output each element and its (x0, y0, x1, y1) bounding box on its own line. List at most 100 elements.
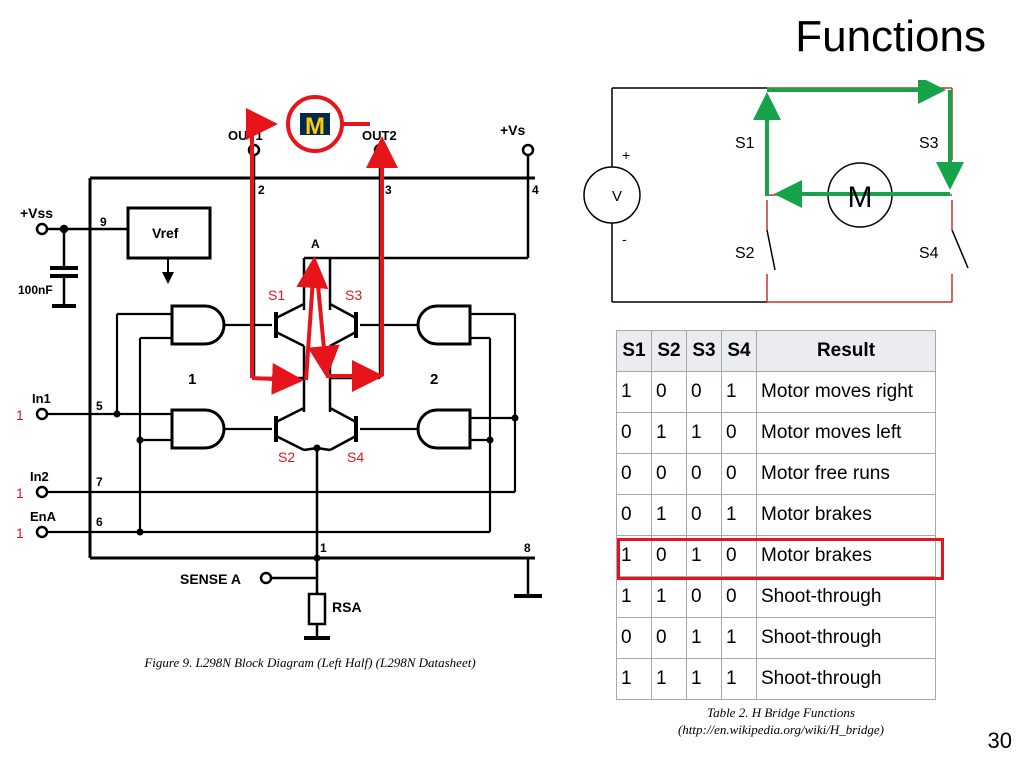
table-row: 0 0 0 0 Motor free runs (616, 453, 936, 495)
figure-caption: Figure 9. L298N Block Diagram (Left Half… (144, 655, 476, 670)
sense-label: SENSE A (180, 571, 241, 587)
switch-s1-label: S1 (268, 287, 285, 303)
vss-label: +Vss (20, 205, 53, 221)
table-header-row: S1 S2 S3 S4 Result (616, 330, 936, 372)
header-s3: S3 (686, 330, 722, 372)
page-number: 30 (987, 728, 1012, 753)
cell-result: Motor moves right (756, 371, 936, 413)
cell-s4: 0 (721, 453, 757, 495)
slide-title: Functions (795, 12, 986, 61)
cell-s3: 1 (686, 412, 722, 454)
cell-result: Motor brakes (756, 535, 936, 577)
header-s4: S4 (721, 330, 757, 372)
cell-s2: 0 (651, 453, 687, 495)
cell-s4: 1 (721, 494, 757, 536)
voltage-source-label: V (612, 188, 622, 205)
motor-logo-letter: M (305, 113, 325, 140)
minus-sign: - (622, 231, 627, 247)
cell-s3: 1 (686, 617, 722, 659)
switch-s2-label: S2 (278, 449, 295, 465)
vs-label: +Vs (500, 122, 526, 138)
cell-s1: 0 (616, 617, 652, 659)
header-s1: S1 (616, 330, 652, 372)
gate1-label: 1 (188, 371, 196, 388)
pin2-label: 2 (258, 183, 265, 197)
pin3-label: 3 (385, 183, 392, 197)
cell-s4: 0 (721, 576, 757, 618)
table-row: 1 1 0 0 Shoot-through (616, 576, 936, 618)
hbridge-s4-label: S4 (919, 245, 939, 262)
cell-s2: 0 (651, 371, 687, 413)
header-result: Result (756, 330, 936, 372)
pin9-label: 9 (100, 215, 107, 229)
cap-label: 100nF (18, 283, 53, 297)
cell-s1: 0 (616, 494, 652, 536)
switch-s4-label: S4 (347, 449, 364, 465)
table-caption: Table 2. H Bridge Functions (http://en.w… (618, 704, 944, 738)
table-row: 1 0 0 1 Motor moves right (616, 371, 936, 413)
switch-s3-label: S3 (345, 287, 362, 303)
chip-outline (88, 176, 535, 560)
table-caption-line1: Table 2. H Bridge Functions (707, 705, 855, 720)
hbridge-s1-label: S1 (735, 135, 755, 152)
pin5-label: 5 (96, 399, 103, 413)
row-highlight-box (617, 538, 944, 580)
in1-value: 1 (16, 407, 24, 423)
cell-s4: 1 (721, 371, 757, 413)
cell-result: Motor brakes (756, 494, 936, 536)
cell-s4: 1 (721, 658, 757, 700)
table-row: 1 1 1 1 Shoot-through (616, 658, 936, 700)
hbridge-motor-label: M (848, 181, 873, 214)
cell-s2: 1 (651, 576, 687, 618)
out2-label: OUT2 (362, 128, 397, 143)
motor-logo: M (286, 95, 344, 153)
current-path (246, 108, 398, 395)
cell-s1: 1 (616, 371, 652, 413)
cell-s4: 1 (721, 617, 757, 659)
cell-s3: 0 (686, 453, 722, 495)
hbridge-s3-label: S3 (919, 135, 939, 152)
cell-s2: 0 (651, 617, 687, 659)
in2-value: 1 (16, 485, 24, 501)
in1-label: In1 (32, 391, 51, 406)
out1-label: OUT1 (228, 128, 263, 143)
table-row: 0 1 0 1 Motor brakes (616, 494, 936, 536)
cell-result: Shoot-through (756, 576, 936, 618)
cell-result: Motor moves left (756, 412, 936, 454)
hbridge-s2-label: S2 (735, 245, 755, 262)
cell-s3: 0 (686, 576, 722, 618)
h-bridge-schematic: V + - M S1 S3 S2 S4 (583, 80, 969, 303)
rsa-label: RSA (332, 599, 362, 615)
cell-s3: 1 (686, 658, 722, 700)
pin4-label: 4 (532, 183, 539, 197)
cell-s2: 1 (651, 658, 687, 700)
pin1-label: 1 (320, 541, 327, 555)
cell-s3: 0 (686, 494, 722, 536)
l298n-block-diagram: OUT1 OUT2 +Vs +Vss Vref 100nF In1 In2 En… (16, 95, 542, 640)
cell-result: Shoot-through (756, 617, 936, 659)
cell-s1: 0 (616, 453, 652, 495)
cell-s2: 1 (651, 412, 687, 454)
pin7-label: 7 (96, 475, 103, 489)
node-a-label: A (311, 237, 320, 251)
cell-s1: 1 (616, 576, 652, 618)
header-s2: S2 (651, 330, 687, 372)
cell-s1: 1 (616, 658, 652, 700)
cell-result: Motor free runs (756, 453, 936, 495)
table-row: 0 0 1 1 Shoot-through (616, 617, 936, 659)
pin8-label: 8 (524, 541, 531, 555)
gate2-label: 2 (430, 371, 438, 388)
plus-sign: + (622, 147, 630, 163)
ena-value: 1 (16, 525, 24, 541)
cell-s1: 0 (616, 412, 652, 454)
cell-result: Shoot-through (756, 658, 936, 700)
cell-s4: 0 (721, 412, 757, 454)
h-bridge-table-wrap: S1 S2 S3 S4 Result 1 0 0 1 Motor moves r… (616, 330, 936, 700)
hbridge-current-path (753, 80, 964, 208)
table-caption-line2: (http://en.wikipedia.org/wiki/H_bridge) (677, 722, 885, 737)
vref-label: Vref (152, 225, 179, 241)
cell-s3: 0 (686, 371, 722, 413)
ena-label: EnA (30, 509, 57, 524)
table-row: 0 1 1 0 Motor moves left (616, 412, 936, 454)
pin6-label: 6 (96, 515, 103, 529)
